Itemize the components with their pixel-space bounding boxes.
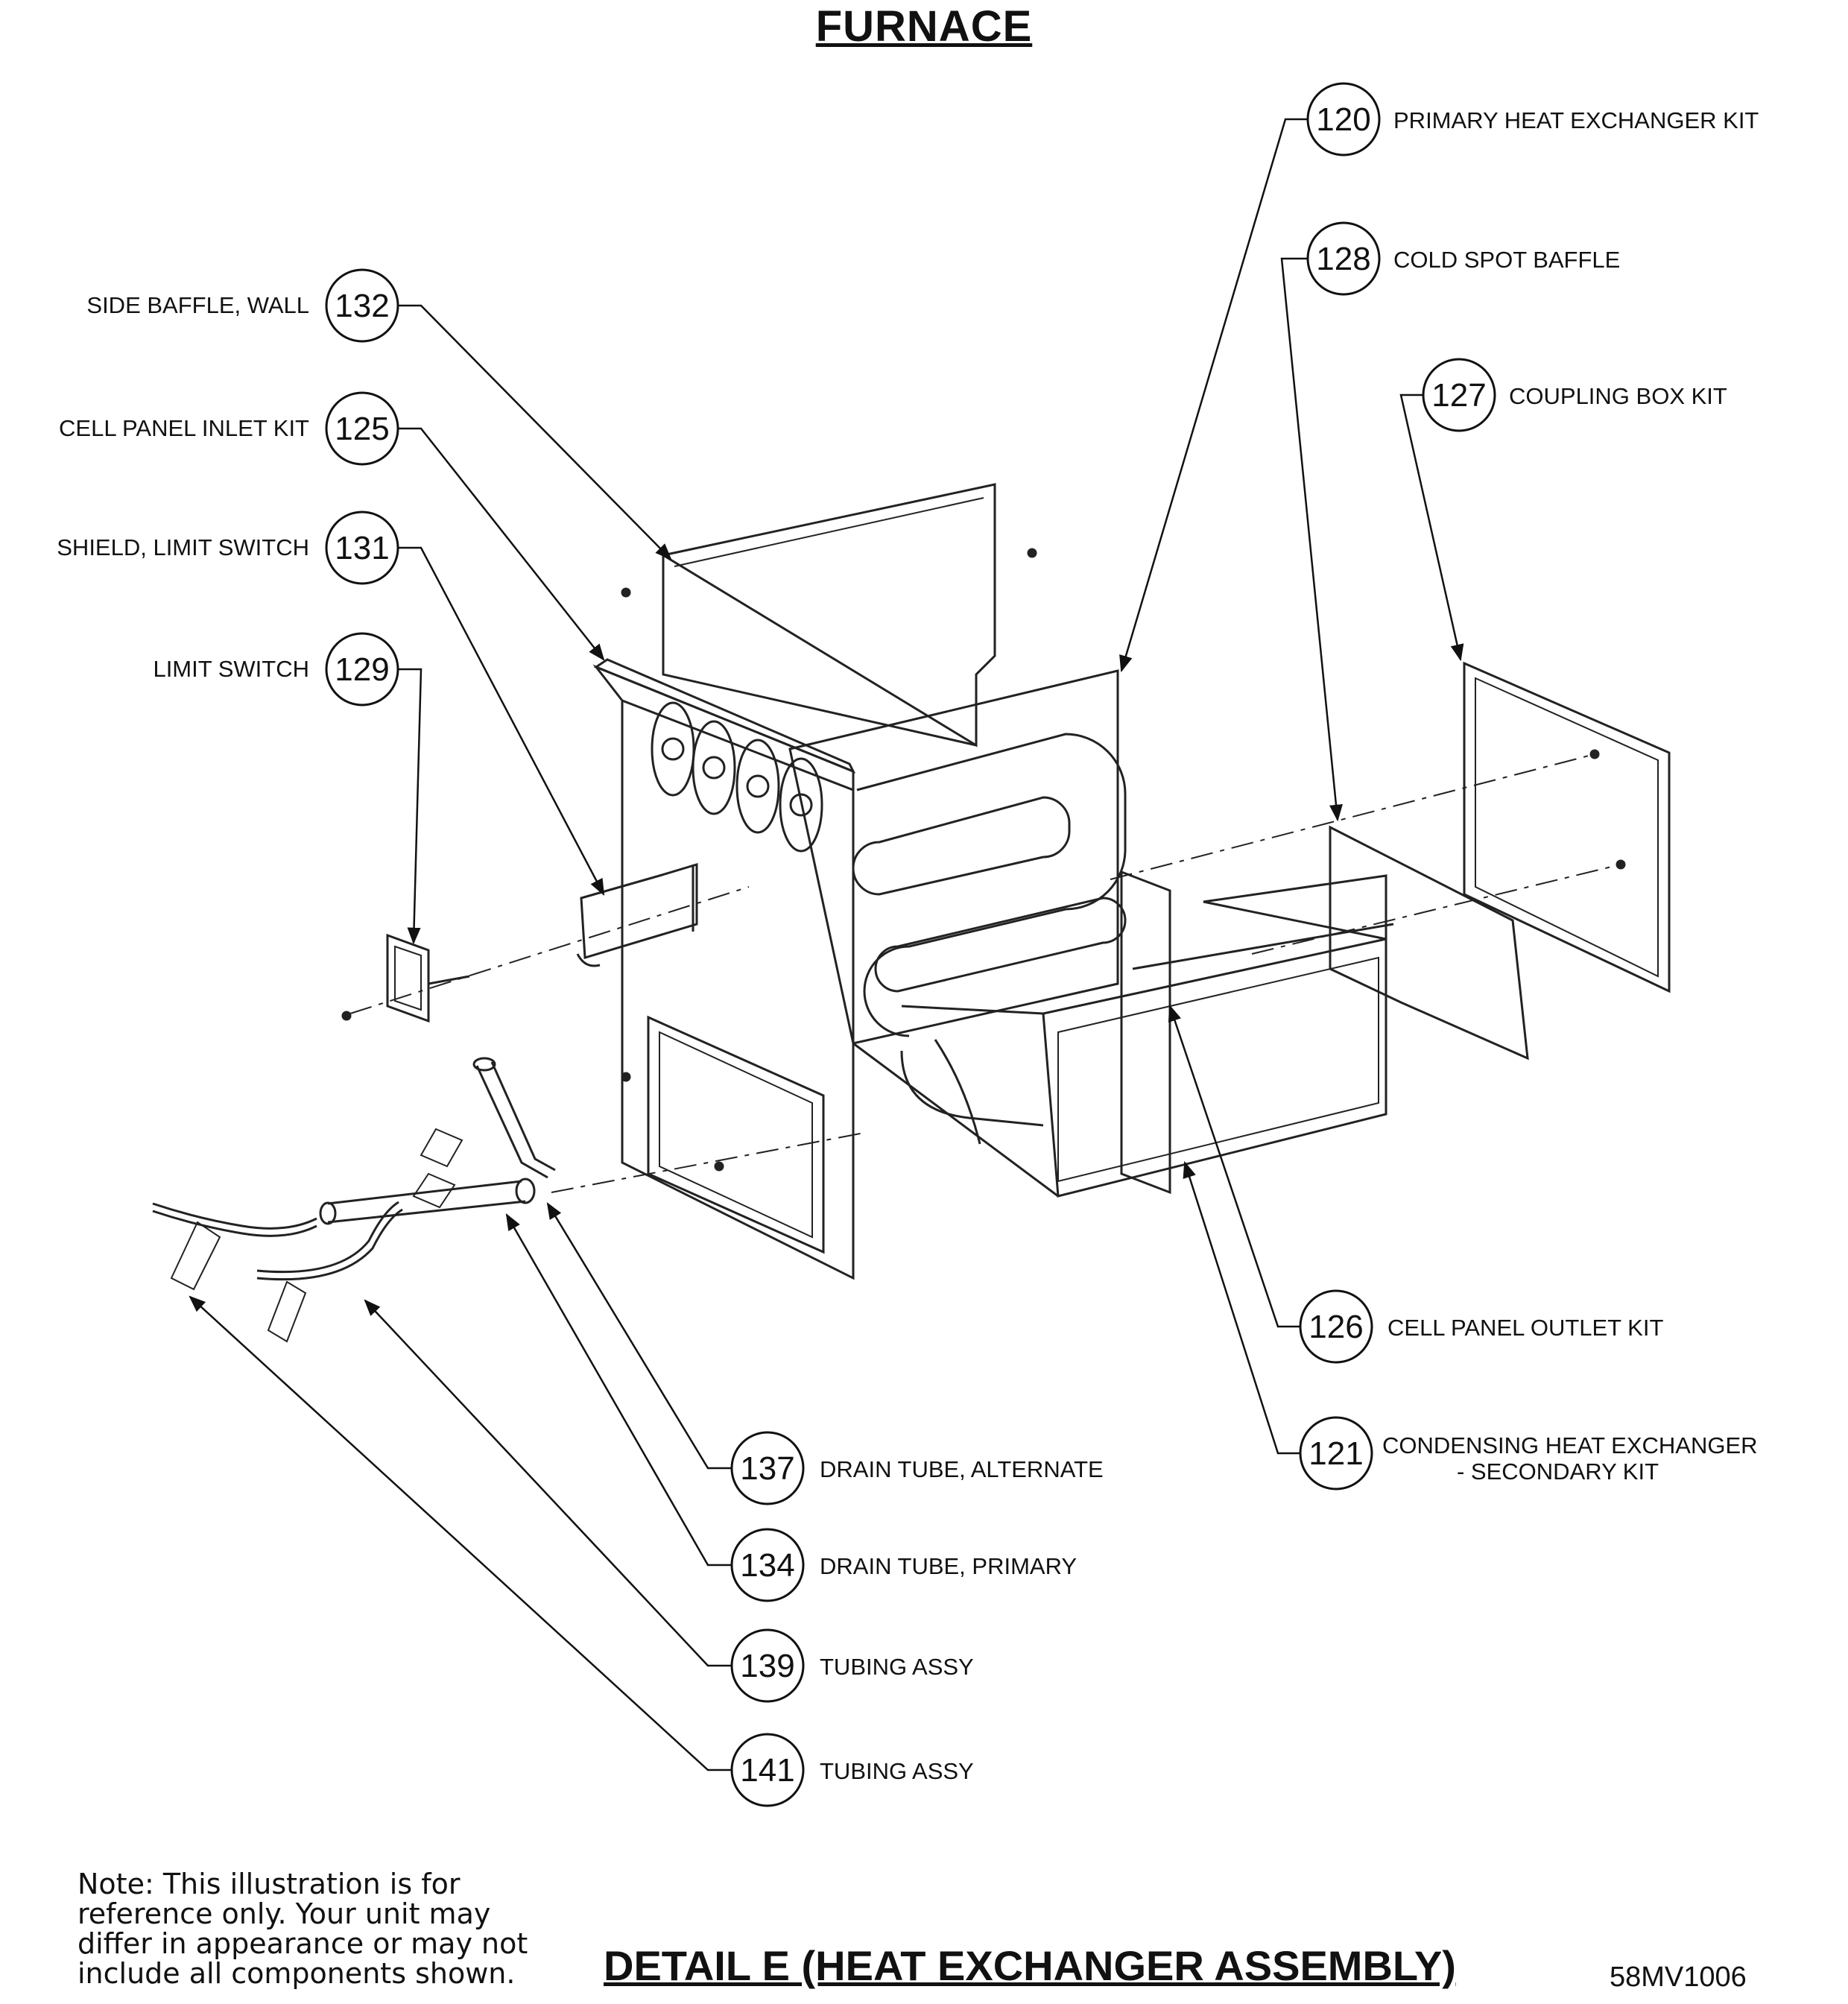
limit-switch-part xyxy=(341,933,470,1023)
leader-lines xyxy=(189,118,1464,1771)
disclaimer-note: Note: This illustration is for reference… xyxy=(77,1869,554,1988)
callout-number: 125 xyxy=(335,411,389,447)
callout-label: DRAIN TUBE, PRIMARY xyxy=(820,1553,1077,1579)
callout-131: 131 SHIELD, LIMIT SWITCH xyxy=(57,511,399,585)
page-title: FURNACE xyxy=(0,1,1848,51)
callout-label: CELL PANEL INLET KIT xyxy=(59,415,309,441)
callout-129: 129 LIMIT SWITCH xyxy=(153,632,399,707)
callout-126: 126 CELL PANEL OUTLET KIT xyxy=(1299,1289,1663,1364)
callout-label: LIMIT SWITCH xyxy=(153,656,309,682)
callout-label: COUPLING BOX KIT xyxy=(1509,383,1727,409)
callout-number: 131 xyxy=(335,530,389,566)
limit-switch-shield-part xyxy=(576,862,698,967)
title-text: FURNACE xyxy=(815,2,1033,51)
callout-number: 127 xyxy=(1431,377,1486,414)
callout-number: 139 xyxy=(740,1648,794,1684)
cold-spot-baffle-part xyxy=(1329,825,1529,1061)
callout-label-line2: - SECONDARY KIT xyxy=(1457,1458,1659,1485)
detail-title: DETAIL E (HEAT EXCHANGER ASSEMBLY) xyxy=(604,1942,1456,1989)
callout-label: CONDENSING HEAT EXCHANGER xyxy=(1382,1432,1758,1458)
callout-label: DRAIN TUBE, ALTERNATE xyxy=(820,1456,1104,1482)
callout-number: 132 xyxy=(335,288,389,324)
note-text: Note: This illustration is for reference… xyxy=(77,1868,528,1990)
parts-illustration xyxy=(152,483,1671,1343)
callout-121: 121 CONDENSING HEAT EXCHANGER - SECONDAR… xyxy=(1299,1416,1758,1491)
callout-139: 139 TUBING ASSY xyxy=(730,1628,974,1703)
callout-number: 120 xyxy=(1316,101,1370,138)
callout-label: SIDE BAFFLE, WALL xyxy=(86,292,309,318)
callout-number: 137 xyxy=(740,1450,794,1487)
callout-number: 126 xyxy=(1309,1309,1363,1345)
callout-label: SHIELD, LIMIT SWITCH xyxy=(57,534,309,560)
primary-heat-exchanger-part xyxy=(788,669,1127,1045)
callout-134: 134 DRAIN TUBE, PRIMARY xyxy=(730,1528,1077,1602)
callout-128: 128 COLD SPOT BAFFLE xyxy=(1306,221,1620,296)
callout-label: CELL PANEL OUTLET KIT xyxy=(1387,1315,1663,1341)
callout-137: 137 DRAIN TUBE, ALTERNATE xyxy=(730,1431,1104,1505)
callout-127: 127 COUPLING BOX KIT xyxy=(1422,358,1727,432)
callout-label: TUBING ASSY xyxy=(820,1758,974,1784)
coupling-box-part xyxy=(1463,661,1671,993)
drain-tubes-part xyxy=(152,1057,556,1343)
callout-141: 141 TUBING ASSY xyxy=(730,1733,974,1807)
callout-label: PRIMARY HEAT EXCHANGER KIT xyxy=(1393,107,1759,133)
cell-panel-inlet-part xyxy=(592,658,856,1280)
condensing-heat-exchanger-part xyxy=(852,870,1394,1198)
callout-number: 129 xyxy=(335,651,389,688)
callout-number: 121 xyxy=(1309,1435,1363,1472)
callout-label: COLD SPOT BAFFLE xyxy=(1393,247,1620,273)
drawing-code: 58MV1006 xyxy=(1610,1962,1747,1993)
callout-number: 128 xyxy=(1316,241,1370,277)
callout-120: 120 PRIMARY HEAT EXCHANGER KIT xyxy=(1306,82,1759,157)
callout-132: 132 SIDE BAFFLE, WALL xyxy=(86,268,399,343)
side-baffle-wall-part xyxy=(621,483,1037,747)
callout-label: TUBING ASSY xyxy=(820,1654,974,1680)
callout-number: 141 xyxy=(740,1752,794,1789)
callout-number: 134 xyxy=(740,1547,794,1584)
callout-125: 125 CELL PANEL INLET KIT xyxy=(59,391,399,466)
